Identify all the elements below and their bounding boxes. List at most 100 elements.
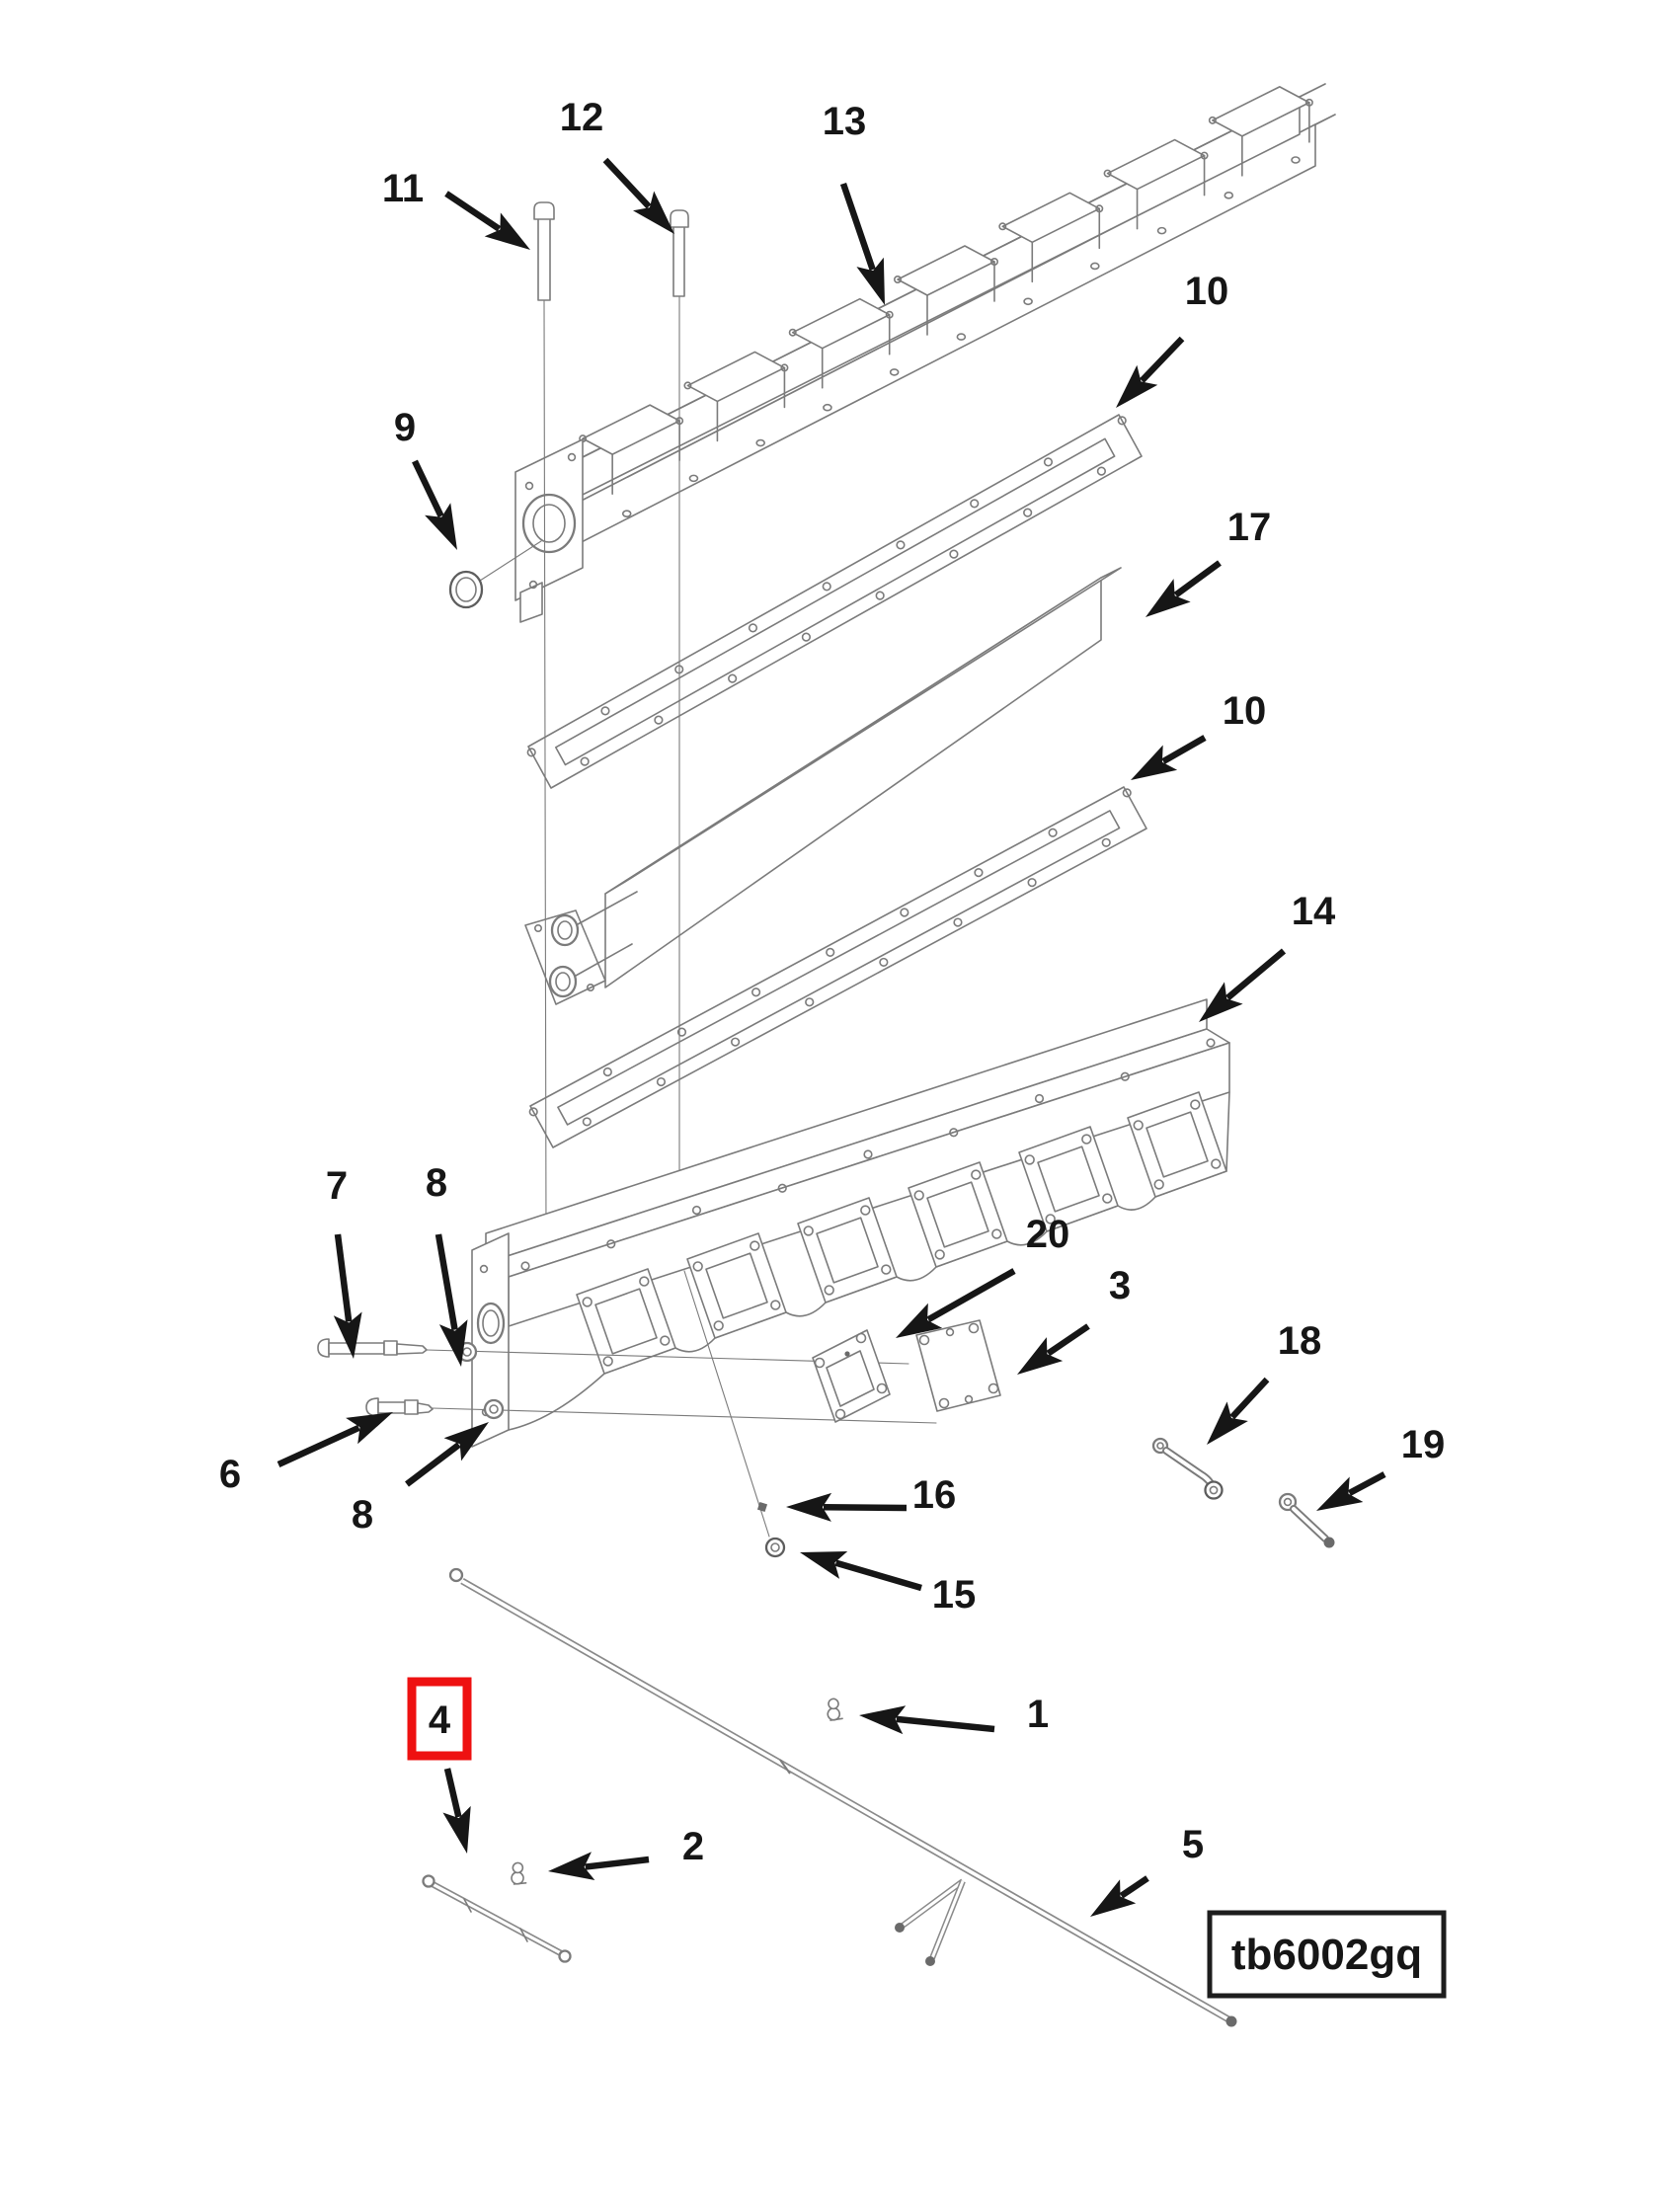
highlight-box <box>407 1677 472 1761</box>
stud11-shaft <box>537 216 551 301</box>
bolt-hole <box>1103 169 1112 178</box>
bolt-hole <box>1122 788 1132 798</box>
bolt-hole <box>998 222 1007 231</box>
arrow-shaft <box>1347 1471 1386 1496</box>
callout-20: 20 <box>896 1213 1069 1338</box>
upper-manifold-gasket <box>526 414 1143 789</box>
bolt-hole <box>526 748 536 757</box>
bolt-hole <box>875 591 885 600</box>
arrow-head <box>859 1705 907 1735</box>
callout-label-10b: 10 <box>1223 689 1267 733</box>
bolt-hole <box>1224 192 1234 199</box>
bolt-hole <box>938 1397 950 1409</box>
arrow-shaft <box>434 1233 458 1331</box>
bolt-hole <box>918 1334 930 1346</box>
arrow-head <box>442 1805 471 1854</box>
tube5-top-fitting <box>448 1567 464 1583</box>
bolt6-tip <box>417 1402 434 1414</box>
bolt-hole <box>876 1382 888 1394</box>
runner-flange <box>1018 1126 1119 1232</box>
callout-17: 17 <box>1146 506 1271 617</box>
stud11-axis-line <box>543 298 547 1238</box>
manifold13-end-foot <box>519 582 543 623</box>
bolt-7-assembly <box>317 1338 909 1365</box>
bolt-hole <box>956 333 967 341</box>
bolt7-collar <box>383 1340 398 1356</box>
nut-15-bore <box>770 1542 780 1552</box>
lower-intake-manifold <box>471 998 1230 1448</box>
callout-2: 2 <box>548 1825 704 1881</box>
o-ring-9 <box>448 540 542 609</box>
bolt-hole <box>602 1356 613 1367</box>
oring-leader-line <box>479 540 542 582</box>
callout-label-9: 9 <box>394 406 416 449</box>
runner-flange-inner <box>926 1181 989 1248</box>
figure-code-label: tb6002gq <box>1231 1931 1422 1979</box>
bolt-hole <box>602 1066 612 1077</box>
arrow-shaft <box>1225 948 1287 1001</box>
tube5-joint-band <box>779 1759 791 1775</box>
bolt7-shaft <box>328 1342 385 1355</box>
arrow-head <box>856 257 885 305</box>
bolt-hole <box>1096 466 1107 476</box>
runner-flange-inner <box>1037 1146 1100 1213</box>
cover17-port-boss <box>548 965 578 998</box>
arrow-shaft <box>444 191 502 232</box>
bolt-hole <box>748 623 758 633</box>
callout-5: 5 <box>1090 1823 1204 1917</box>
bolt-hole <box>1045 1214 1056 1224</box>
bolt-hole <box>1206 1038 1216 1048</box>
arrow-shaft <box>443 1768 462 1818</box>
bolt-hole <box>606 1239 616 1249</box>
callout-10a: 10 <box>1116 270 1228 408</box>
bolt-hole <box>822 582 831 592</box>
bolt-hole <box>1117 416 1127 426</box>
stud-12 <box>670 209 689 1223</box>
arrow-shaft <box>412 459 444 518</box>
tube18-eye-bore <box>1156 1442 1164 1450</box>
bolt7-head <box>317 1338 330 1358</box>
clip-tail <box>513 1882 527 1885</box>
bolt-hole <box>805 997 815 1007</box>
callout-18: 18 <box>1207 1319 1321 1445</box>
arrow-shaft <box>1119 1875 1149 1899</box>
gasket20-inner <box>826 1350 875 1407</box>
bolt-hole <box>949 1128 959 1138</box>
arrow-head <box>1199 982 1243 1022</box>
arrow-head <box>484 212 530 250</box>
tube19-end-ball <box>1323 1537 1335 1548</box>
bolt-hole <box>1153 1179 1164 1190</box>
tube5-branch-inner <box>930 1880 965 1959</box>
bolt-hole <box>520 1261 530 1271</box>
tube-assembly-4 <box>422 1874 572 1963</box>
arrow-head <box>1116 364 1158 408</box>
bolt-6-assembly <box>365 1397 937 1424</box>
callout-label-11: 11 <box>382 167 424 210</box>
callout-label-15: 15 <box>932 1573 977 1617</box>
bolt16-nut15 <box>683 1270 786 1558</box>
bolt-hole <box>953 917 963 927</box>
bolt-hole <box>971 1169 982 1180</box>
arrow-shaft <box>602 157 652 209</box>
arrow-head <box>1017 1337 1064 1375</box>
bolt-hole <box>621 510 632 517</box>
elbow-tube-19 <box>1278 1492 1335 1548</box>
bolt-hole <box>580 756 590 766</box>
bolt-hole <box>777 1183 787 1193</box>
tube5-branch-end <box>925 1956 935 1966</box>
arrow-head <box>1090 1879 1137 1917</box>
bolt6-axis-line <box>432 1407 937 1424</box>
callout-14: 14 <box>1199 890 1336 1022</box>
callout-label-19: 19 <box>1401 1423 1446 1466</box>
bolt-hole <box>824 1285 834 1296</box>
bolt-hole <box>524 481 534 491</box>
gasket-inner-cutout <box>555 437 1116 766</box>
bolt16-axis-line <box>683 1270 770 1538</box>
bolt-hole <box>885 310 894 319</box>
bolt-16 <box>756 1501 768 1513</box>
bolt-hole <box>1200 151 1209 160</box>
manifold13-inlet-port-outer <box>521 493 577 554</box>
bolt-hole <box>713 1320 724 1331</box>
bolt-hole <box>567 452 577 462</box>
